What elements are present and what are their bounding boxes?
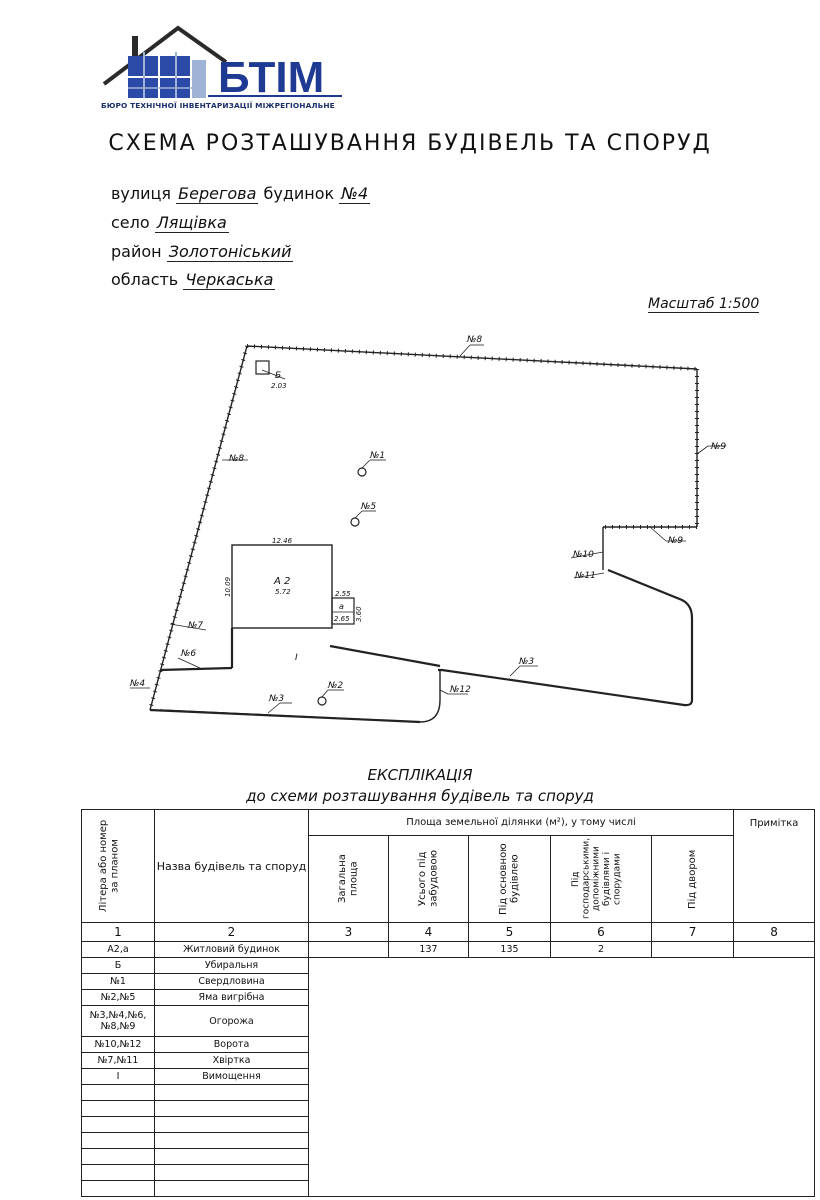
label-paving: І xyxy=(295,653,298,663)
house-outline xyxy=(231,544,333,629)
logo-wordmark: БТІМ xyxy=(218,53,324,102)
table-row-empty xyxy=(81,1100,815,1117)
region-value: Черкаська xyxy=(183,270,276,290)
well-marker xyxy=(357,467,367,477)
explication-subtitle: до схеми розташування будівель та споруд xyxy=(246,787,594,805)
header-main: Під основною будівлею xyxy=(468,835,551,923)
label-fence-right: №9 xyxy=(710,442,726,452)
pit2-marker xyxy=(317,696,327,706)
label-gate-10: №10 xyxy=(572,550,594,560)
label-wicket-11: №11 xyxy=(574,571,596,581)
plot-boundary xyxy=(148,344,699,724)
label-house-width: 12.46 xyxy=(272,537,293,545)
label-pit-5: №5 xyxy=(360,502,376,512)
label-annex-width: 2.55 xyxy=(335,590,351,598)
explication-table: Літера або номер за планом Назва будівел… xyxy=(81,808,816,1197)
pit5-marker xyxy=(350,517,360,527)
house-logo-icon xyxy=(102,25,228,98)
label-toilet: Б xyxy=(275,371,281,381)
village-line: село Лящівка xyxy=(111,213,229,233)
header-built: Усього під забудовою xyxy=(388,835,469,923)
logo-caption: БЮРО ТЕХНІЧНОЇ ІНВЕНТАРИЗАЦІЇ МІЖРЕГІОНА… xyxy=(101,101,335,110)
scale-label: Масштаб 1:500 xyxy=(648,296,760,313)
header-name: Назва будівель та споруд xyxy=(154,809,309,923)
label-annex-height: 2.65 xyxy=(334,615,350,623)
label-annex-depth: 3.60 xyxy=(355,606,363,622)
house-value: №4 xyxy=(339,184,371,204)
label-fence-left: №8 xyxy=(228,454,244,464)
explication-title: ЕКСПЛІКАЦІЯ xyxy=(367,766,473,784)
header-mark: Літера або номер за планом xyxy=(81,809,155,923)
label-toilet-dim: 2.03 xyxy=(271,382,287,390)
fence-top-line xyxy=(246,345,698,370)
label-well-1: №1 xyxy=(369,451,385,461)
site-plan: №8 №8 №9 №9 №10 №11 №3 №12 №4 №6 №7 №3 №… xyxy=(129,335,726,724)
label-annex: а xyxy=(339,602,344,611)
district-line: район Золотоніський xyxy=(111,242,294,262)
label-pit-2: №2 xyxy=(327,681,343,691)
street-value: Берегова xyxy=(176,184,259,204)
label-fence-top: №8 xyxy=(466,335,482,345)
header-note: Примітка xyxy=(733,809,816,923)
page-title: СХЕМА РОЗТАШУВАННЯ БУДІВЕЛЬ ТА СПОРУД xyxy=(108,131,712,156)
label-fence-right-lower: №9 xyxy=(667,536,683,546)
label-house-depth: 10.09 xyxy=(224,576,232,597)
toilet-outline xyxy=(255,360,270,375)
label-gate-12: №12 xyxy=(449,685,471,695)
table-row-empty xyxy=(81,1084,815,1101)
header-yard: Під двором xyxy=(650,835,735,923)
label-wicket-7: №7 xyxy=(187,621,203,631)
table-row-empty xyxy=(81,1180,815,1197)
label-house-height: 5.72 xyxy=(275,588,291,596)
label-fence-3-bottom: №3 xyxy=(268,694,284,704)
label-fence-4: №4 xyxy=(129,679,145,689)
street-line: вулиця Берегова будинок №4 xyxy=(111,184,371,204)
label-fence-3-right: №3 xyxy=(518,657,534,667)
district-value: Золотоніський xyxy=(166,242,294,262)
company-logo: БТІМ xyxy=(102,25,342,102)
village-value: Лящівка xyxy=(154,213,229,233)
label-house: А 2 xyxy=(273,576,290,587)
header-aux: Під господарськими, допоміжними будівлям… xyxy=(550,835,652,923)
region-line: область Черкаська xyxy=(111,270,276,290)
annex-outline xyxy=(331,597,355,625)
header-area-group: Площа земельної ділянки (м²), у тому чис… xyxy=(307,808,735,837)
label-fence-6: №6 xyxy=(180,649,196,659)
header-total: Загальна площа xyxy=(308,835,389,923)
